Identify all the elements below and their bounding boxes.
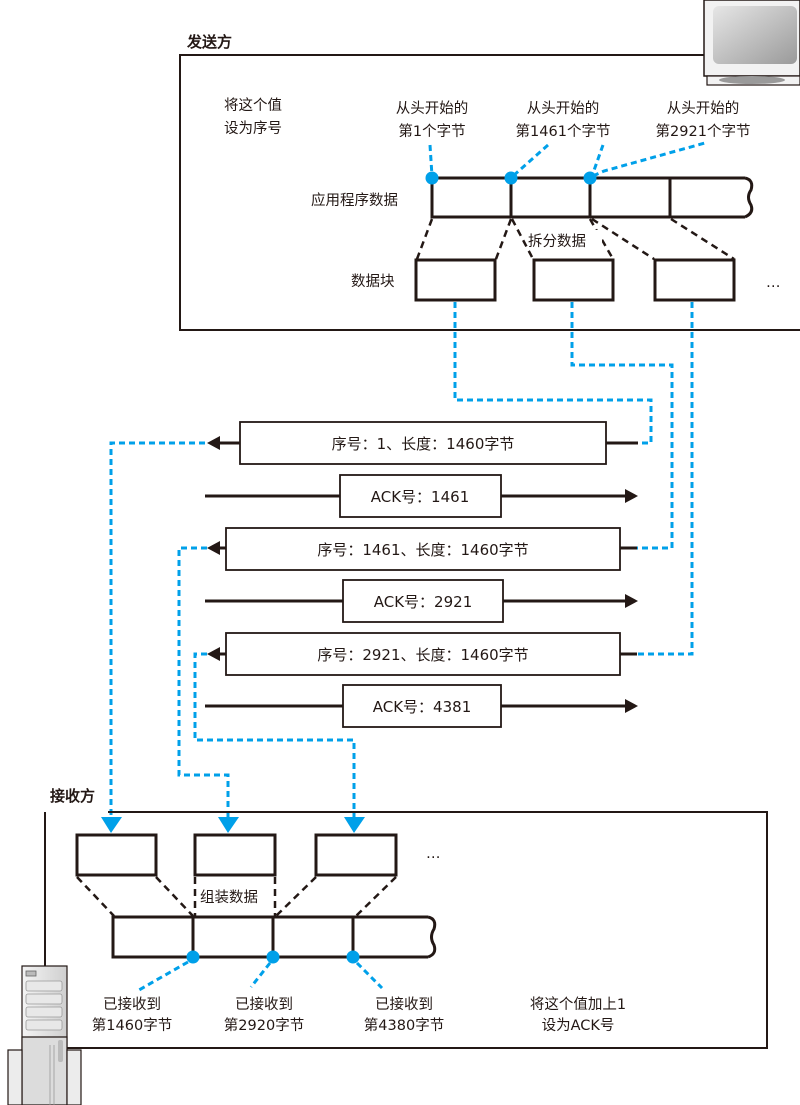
packet-1: 序号：1、长度：1460字节: [207, 421, 638, 465]
flow-packet3-to-rxchunk3: [193, 652, 356, 817]
sender-marker-2-line1: 从头开始的: [527, 100, 600, 117]
ack-3-label: ACK号：4381: [373, 698, 471, 716]
sender-marker-1-line1: 从头开始的: [396, 100, 469, 117]
sender-marker-3-dot: [583, 171, 597, 185]
split-label: 拆分数据: [528, 233, 586, 250]
arrow-left-icon: [207, 647, 220, 661]
arrow-down-icon: [101, 817, 122, 833]
ack-3: ACK号：4381: [205, 684, 638, 728]
receiver-marker-3-dot: [346, 950, 360, 964]
flow-packet2-to-rxchunk2: [177, 546, 230, 817]
packet-1-label: 序号：1、长度：1460字节: [332, 435, 515, 453]
split-guides: [415, 217, 735, 261]
sender-chunk-2: [532, 258, 615, 302]
packet-3-label: 序号：2921、长度：1460字节: [317, 646, 528, 664]
arrow-right-icon: [625, 594, 638, 608]
sender-marker-2-line2: 第1461个字节: [516, 122, 611, 140]
desktop-computer-icon: [703, 0, 800, 86]
packet-3: 序号：2921、长度：1460字节: [207, 632, 637, 676]
sender-marker-2-dot: [504, 171, 518, 185]
sender-chunk-3: [653, 258, 736, 302]
sender-ellipsis: …: [766, 275, 781, 291]
sender-marker-3-leader-a: [590, 144, 605, 177]
app-data-label: 应用程序数据: [311, 191, 398, 209]
flow-chunk2-to-packet2: [570, 302, 674, 550]
receiver-marker-1-line1: 已接收到: [103, 996, 161, 1013]
receiver-note-line2: 设为ACK号: [542, 1017, 615, 1034]
sender-marker-1-line2: 第1个字节: [398, 122, 465, 140]
receiver-chunk-2: [193, 833, 277, 877]
arrow-right-icon: [625, 489, 638, 503]
receiver-marker-3-line2: 第4380字节: [364, 1016, 444, 1034]
receiver-panel: 接收方 … 组装数据: [40, 787, 768, 1049]
ack-1: ACK号：1461: [205, 474, 638, 518]
receiver-marker-1-line2: 第1460字节: [92, 1016, 172, 1034]
sender-marker-2-leader: [512, 143, 549, 178]
chunk-label: 数据块: [351, 273, 395, 290]
arrow-right-icon: [625, 699, 638, 713]
ack-1-label: ACK号：1461: [371, 488, 469, 506]
receiver-marker-1-leader: [138, 960, 189, 992]
flow-chunk1-to-packet1: [453, 302, 653, 445]
sender-marker-3-line2: 第2921个字节: [656, 122, 751, 140]
assemble-guides: [76, 876, 397, 917]
receiver-marker-2-line1: 已接收到: [235, 996, 293, 1013]
receiver-marker-2-leader: [249, 962, 272, 988]
receiver-marker-1-dot: [186, 950, 200, 964]
receiver-marker-2-line2: 第2920字节: [224, 1016, 304, 1034]
assemble-label-bg: [198, 885, 272, 905]
ack-2-label: ACK号：2921: [374, 593, 472, 611]
sender-panel: 发送方 将这个值 设为序号 从头开始的 第1个字节 从头开始的 第1461个字节…: [179, 0, 800, 331]
arrow-left-icon: [207, 541, 220, 555]
arrow-down-icon: [218, 817, 239, 833]
arrow-left-icon: [207, 436, 220, 450]
server-tower-icon: [7, 965, 82, 1105]
receiver-note-line1: 将这个值加上1: [530, 996, 626, 1013]
split-label-bg: [528, 230, 602, 250]
assemble-label: 组装数据: [200, 889, 258, 906]
flow-chunk3-to-packet3: [622, 302, 694, 656]
sender-note-line1: 将这个值: [224, 97, 282, 114]
sender-marker-3-line1: 从头开始的: [667, 100, 740, 117]
sender-note-line2: 设为序号: [224, 120, 282, 137]
receiver-chunk-3: [314, 833, 398, 877]
flow-packet1-to-rxchunk1: [109, 441, 205, 817]
receiver-marker-3-line1: 已接收到: [375, 996, 433, 1013]
packet-2: 序号：1461、长度：1460字节: [207, 527, 637, 571]
sender-marker-3-leader: [592, 141, 706, 178]
receiver-chunk-1: [75, 833, 158, 877]
receiver-marker-3-leader: [355, 961, 384, 990]
sender-title: 发送方: [186, 33, 232, 51]
sender-marker-1-dot: [425, 171, 439, 185]
sender-chunk-1: [414, 258, 497, 302]
ack-2: ACK号：2921: [205, 579, 638, 623]
arrow-down-icon: [344, 817, 365, 833]
receiver-ellipsis: …: [426, 846, 441, 862]
packet-2-label: 序号：1461、长度：1460字节: [317, 541, 528, 559]
sender-marker-1-leader: [428, 144, 434, 177]
receiver-marker-2-dot: [266, 950, 280, 964]
receiver-title: 接收方: [50, 787, 95, 805]
